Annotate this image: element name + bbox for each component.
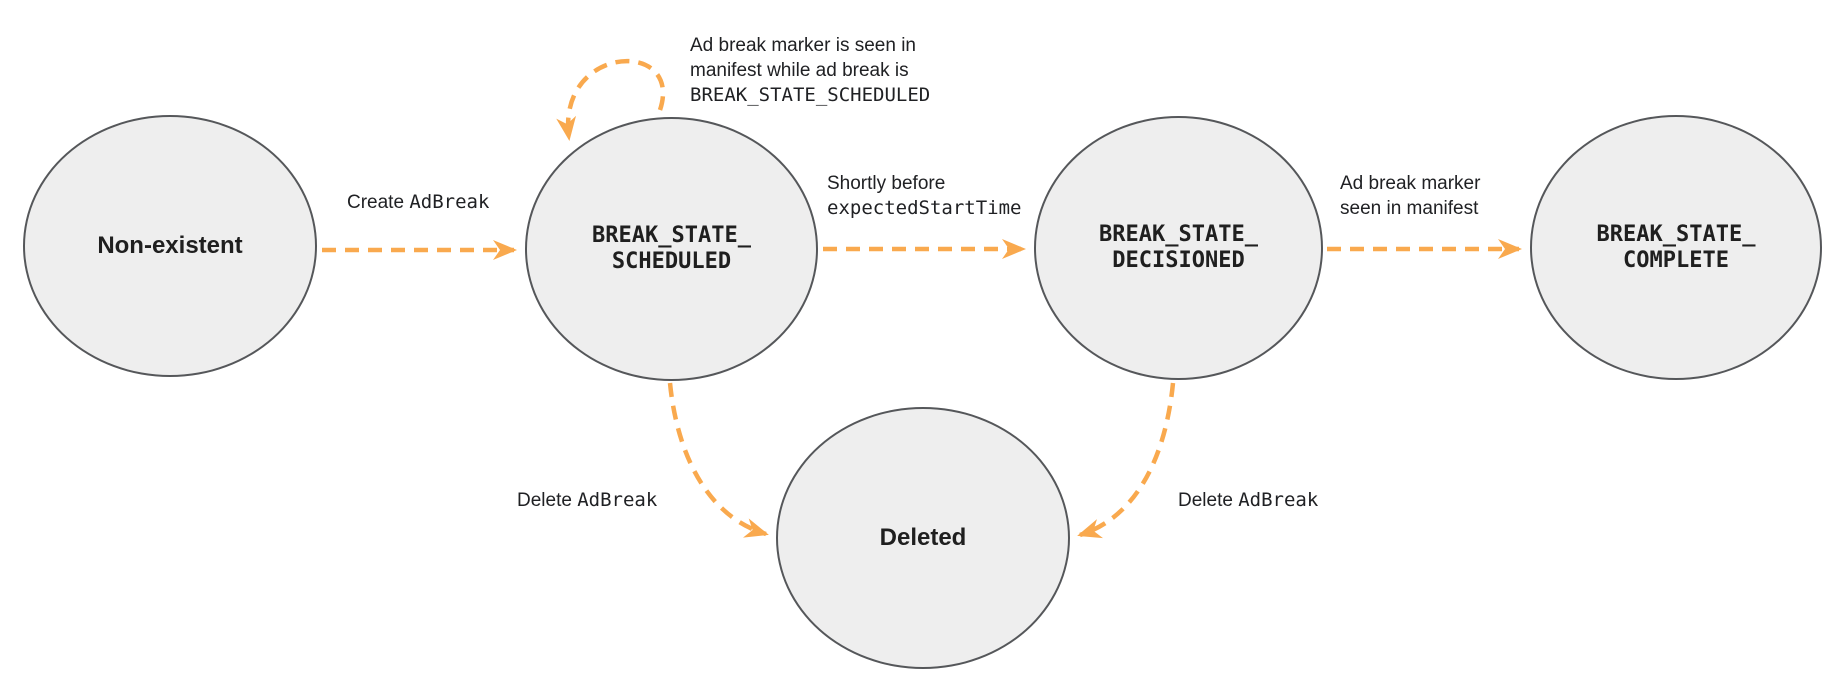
transition-label-delete-left-plain: Delete — [517, 490, 572, 511]
transition-label-self-loop-line1: Ad break marker is seen in — [690, 35, 916, 56]
state-label-complete-line1: BREAK_STATE_ — [1596, 221, 1756, 247]
state-node-break-state-decisioned: BREAK_STATE_ DECISIONED — [1034, 116, 1323, 380]
state-node-non-existent: Non-existent — [23, 115, 317, 377]
state-label-scheduled-line2: SCHEDULED — [611, 249, 732, 274]
transition-label-create-code: AdBreak — [409, 191, 490, 213]
transition-label-marker-seen: Ad break marker seen in manifest — [1340, 171, 1480, 221]
edge-delete-left-arrow — [667, 382, 769, 538]
transition-label-delete-right-code: AdBreak — [1238, 489, 1319, 511]
state-node-deleted: Deleted — [776, 407, 1070, 669]
state-label-decisioned-line1: BREAK_STATE_ — [1099, 222, 1258, 247]
transition-label-shortly-plain: Shortly before — [827, 173, 946, 194]
state-label-complete-line2: COMPLETE — [1623, 247, 1729, 273]
state-node-break-state-complete: BREAK_STATE_ COMPLETE — [1530, 115, 1822, 380]
state-label-non-existent: Non-existent — [97, 232, 243, 259]
transition-label-delete-right-plain: Delete — [1178, 490, 1233, 511]
state-label-scheduled-line1: BREAK_STATE_ — [592, 223, 751, 248]
transition-label-marker-seen-line1: Ad break marker — [1340, 173, 1481, 194]
transition-label-create-plain: Create — [347, 192, 405, 213]
state-label-deleted: Deleted — [879, 524, 967, 551]
edge-delete-right-arrow — [1077, 382, 1176, 539]
edge-self-loop-arrow — [556, 58, 666, 141]
transition-label-self-loop: Ad break marker is seen in manifest whil… — [690, 33, 930, 108]
state-label-decisioned-line2: DECISIONED — [1112, 248, 1245, 273]
transition-label-marker-seen-line2: seen in manifest — [1340, 198, 1479, 219]
transition-label-delete-adbreak-right: Delete AdBreak — [1178, 488, 1318, 513]
transition-label-shortly-code: expectedStartTime — [827, 197, 1022, 219]
transition-label-create-adbreak: Create AdBreak — [347, 190, 489, 215]
transition-label-self-loop-line2: manifest while ad break is — [690, 60, 909, 81]
state-node-break-state-scheduled: BREAK_STATE_ SCHEDULED — [525, 117, 818, 381]
transition-label-delete-adbreak-left: Delete AdBreak — [517, 488, 657, 513]
transition-label-shortly-before: Shortly before expectedStartTime — [827, 171, 1021, 221]
transition-label-delete-left-code: AdBreak — [577, 489, 658, 511]
transition-label-self-loop-code: BREAK_STATE_SCHEDULED — [690, 84, 931, 106]
